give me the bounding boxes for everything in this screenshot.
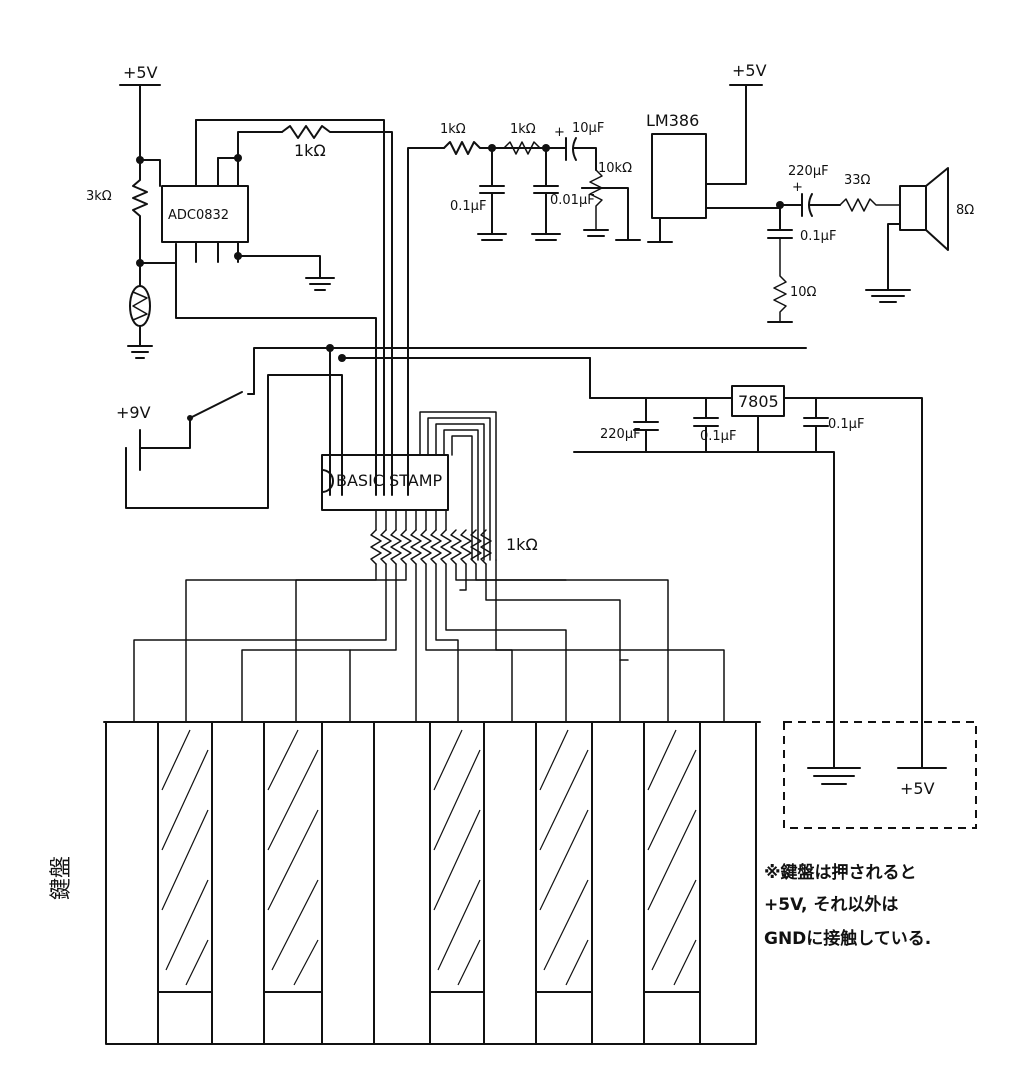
c-220uf-reg-label: 220μF: [600, 427, 641, 442]
black-key: [535, 721, 593, 993]
adc-label: ADC0832: [168, 208, 229, 223]
white-key: [321, 721, 375, 1045]
speaker-label: 8Ω: [956, 203, 974, 218]
white-key: [591, 721, 645, 1045]
amp-ic-label: LM386: [646, 111, 699, 130]
basic-stamp-section: BASIC STAMP 1kΩ: [133, 411, 725, 723]
note-line-2: +5V, それ以外は: [764, 894, 898, 915]
power-switch: [189, 391, 243, 419]
note-line-1: ※鍵盤は押されると: [764, 862, 917, 883]
black-key: [157, 721, 213, 993]
svg-text:+: +: [792, 180, 803, 195]
black-key: [263, 721, 323, 993]
keyboard-label: 鍵盤: [49, 856, 74, 900]
white-key: [483, 721, 537, 1045]
note: ※鍵盤は押されると +5V, それ以外は GNDに接触している.: [764, 862, 931, 949]
battery-label: +9V: [116, 403, 151, 422]
c-zobel-label: 0.1μF: [800, 229, 836, 244]
white-key: [105, 721, 159, 1045]
basic-stamp-chip: [321, 454, 449, 511]
white-key-tail: [643, 991, 701, 1045]
svg-text:+: +: [554, 125, 565, 140]
adc-chip: [161, 185, 249, 243]
black-key: [643, 721, 701, 993]
lm386-chip: [651, 133, 707, 219]
speaker: [899, 185, 927, 231]
c-reg-out-label: 0.1μF: [828, 417, 864, 432]
vcc-gnd-box-label: +5V: [900, 779, 935, 798]
adc-section: +5V 3kΩ ADC0832 1kΩ: [86, 63, 393, 496]
power-section: +9V 220μF 0.1μF 7805 0.1μF: [116, 344, 923, 769]
stamp-label: BASIC STAMP: [336, 471, 442, 490]
white-key: [211, 721, 265, 1045]
r-zobel-label: 10Ω: [790, 285, 817, 300]
vcc-top-left-label: +5V: [123, 63, 158, 82]
c-220uf-out-label: 220μF: [788, 164, 829, 179]
black-key: [429, 721, 485, 993]
audio-section: 1kΩ 1kΩ 0.1μF 0.01μF + 10μF 10kΩ LM38: [407, 61, 974, 496]
r-filter-2-label: 1kΩ: [510, 122, 536, 137]
c-filter-1-label: 0.1μF: [450, 199, 486, 214]
white-key-tail: [157, 991, 213, 1045]
note-line-3: GNDに接触している.: [764, 928, 931, 949]
c-filter-2-label: 0.01μF: [550, 193, 595, 208]
r-filter-1-label: 1kΩ: [440, 122, 466, 137]
white-key: [699, 721, 757, 1045]
r-array-label: 1kΩ: [506, 535, 538, 554]
c-reg-in-label: 0.1μF: [700, 429, 736, 444]
r-3k-label: 3kΩ: [86, 189, 112, 204]
c-10uf-label: 10μF: [572, 121, 604, 136]
resistor-array: [370, 529, 492, 565]
r-1k-adc-label: 1kΩ: [294, 141, 326, 160]
vcc-top-amp-label: +5V: [732, 61, 767, 80]
white-key-tail: [263, 991, 323, 1045]
r-33-label: 33Ω: [844, 173, 871, 188]
keyboard: 鍵盤: [49, 721, 761, 1045]
white-key: [373, 721, 431, 1045]
pot-10k-label: 10kΩ: [598, 161, 632, 176]
regulator-label: 7805: [738, 392, 779, 411]
key-power-box: +5V: [783, 721, 977, 829]
white-key-tail: [429, 991, 485, 1045]
white-key-tail: [535, 991, 593, 1045]
